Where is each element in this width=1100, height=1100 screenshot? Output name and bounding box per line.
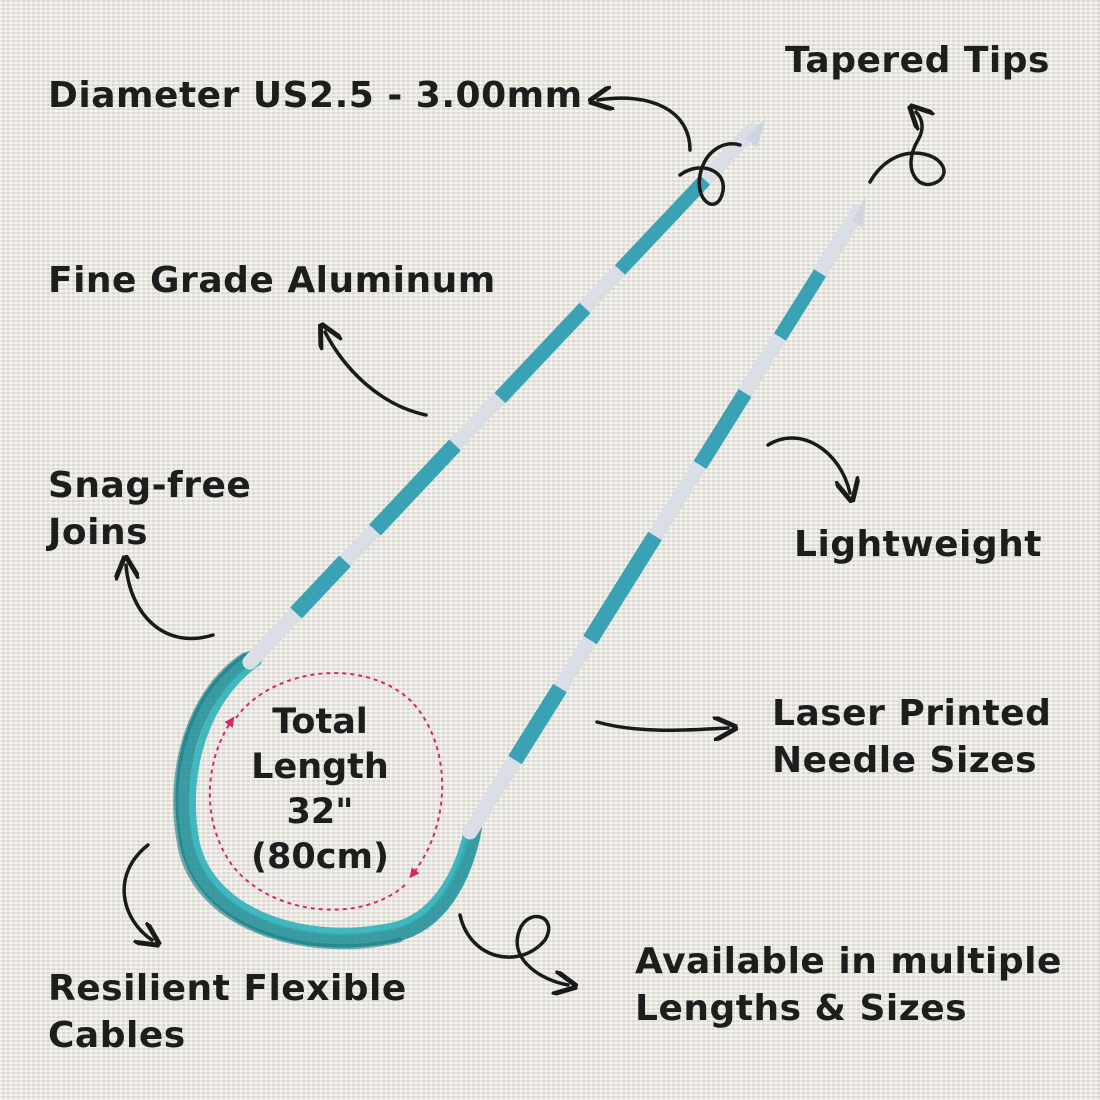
label-available: Available in multiple Lengths & Sizes bbox=[635, 938, 1062, 1032]
total-length-label: Total Length 32" (80cm) bbox=[225, 700, 415, 880]
label-laser-printed: Laser Printed Needle Sizes bbox=[772, 690, 1051, 784]
label-tapered-tips: Tapered Tips bbox=[785, 37, 1050, 84]
curved-arrow-icon bbox=[766, 436, 850, 493]
curved-arrow-icon bbox=[126, 565, 215, 641]
total-length-line-2: Length bbox=[251, 747, 389, 787]
label-resilient-line-1: Resilient Flexible bbox=[48, 968, 407, 1009]
right-needle bbox=[462, 196, 866, 840]
label-fine-grade: Fine Grade Aluminum bbox=[48, 257, 496, 304]
curved-arrow-icon bbox=[678, 142, 742, 206]
label-snag-free-line-2: Joins bbox=[48, 512, 149, 553]
label-diameter-text: Diameter US2.5 - 3.00mm bbox=[48, 75, 583, 116]
label-available-line-1: Available in multiple bbox=[635, 941, 1062, 982]
label-laser-printed-line-1: Laser Printed bbox=[772, 693, 1052, 734]
label-resilient: Resilient Flexible Cables bbox=[48, 965, 407, 1059]
curved-arrow-icon bbox=[458, 913, 568, 985]
label-tapered-tips-text: Tapered Tips bbox=[785, 40, 1050, 81]
label-snag-free-line-1: Snag-free bbox=[48, 465, 252, 506]
total-length-line-4: (80cm) bbox=[251, 837, 389, 877]
curved-arrow-icon bbox=[325, 332, 428, 417]
label-lightweight: Lightweight bbox=[794, 521, 1042, 568]
total-length-line-3: 32" bbox=[286, 792, 354, 832]
label-snag-free: Snag-free Joins bbox=[48, 462, 251, 556]
curved-arrow-icon bbox=[598, 98, 692, 152]
curved-arrow-icon bbox=[595, 722, 728, 730]
label-resilient-line-2: Cables bbox=[48, 1015, 186, 1056]
label-available-line-2: Lengths & Sizes bbox=[635, 988, 968, 1029]
label-laser-printed-line-2: Needle Sizes bbox=[772, 740, 1038, 781]
left-needle bbox=[242, 118, 766, 670]
curved-arrow-icon bbox=[868, 112, 946, 187]
total-length-line-1: Total bbox=[272, 702, 368, 742]
label-lightweight-text: Lightweight bbox=[794, 524, 1043, 565]
dashed-circular-arrow-icon bbox=[208, 672, 444, 911]
label-diameter: Diameter US2.5 - 3.00mm bbox=[48, 72, 583, 119]
curved-arrow-icon bbox=[122, 843, 152, 940]
flexible-cable bbox=[173, 651, 482, 950]
label-fine-grade-text: Fine Grade Aluminum bbox=[48, 260, 496, 301]
